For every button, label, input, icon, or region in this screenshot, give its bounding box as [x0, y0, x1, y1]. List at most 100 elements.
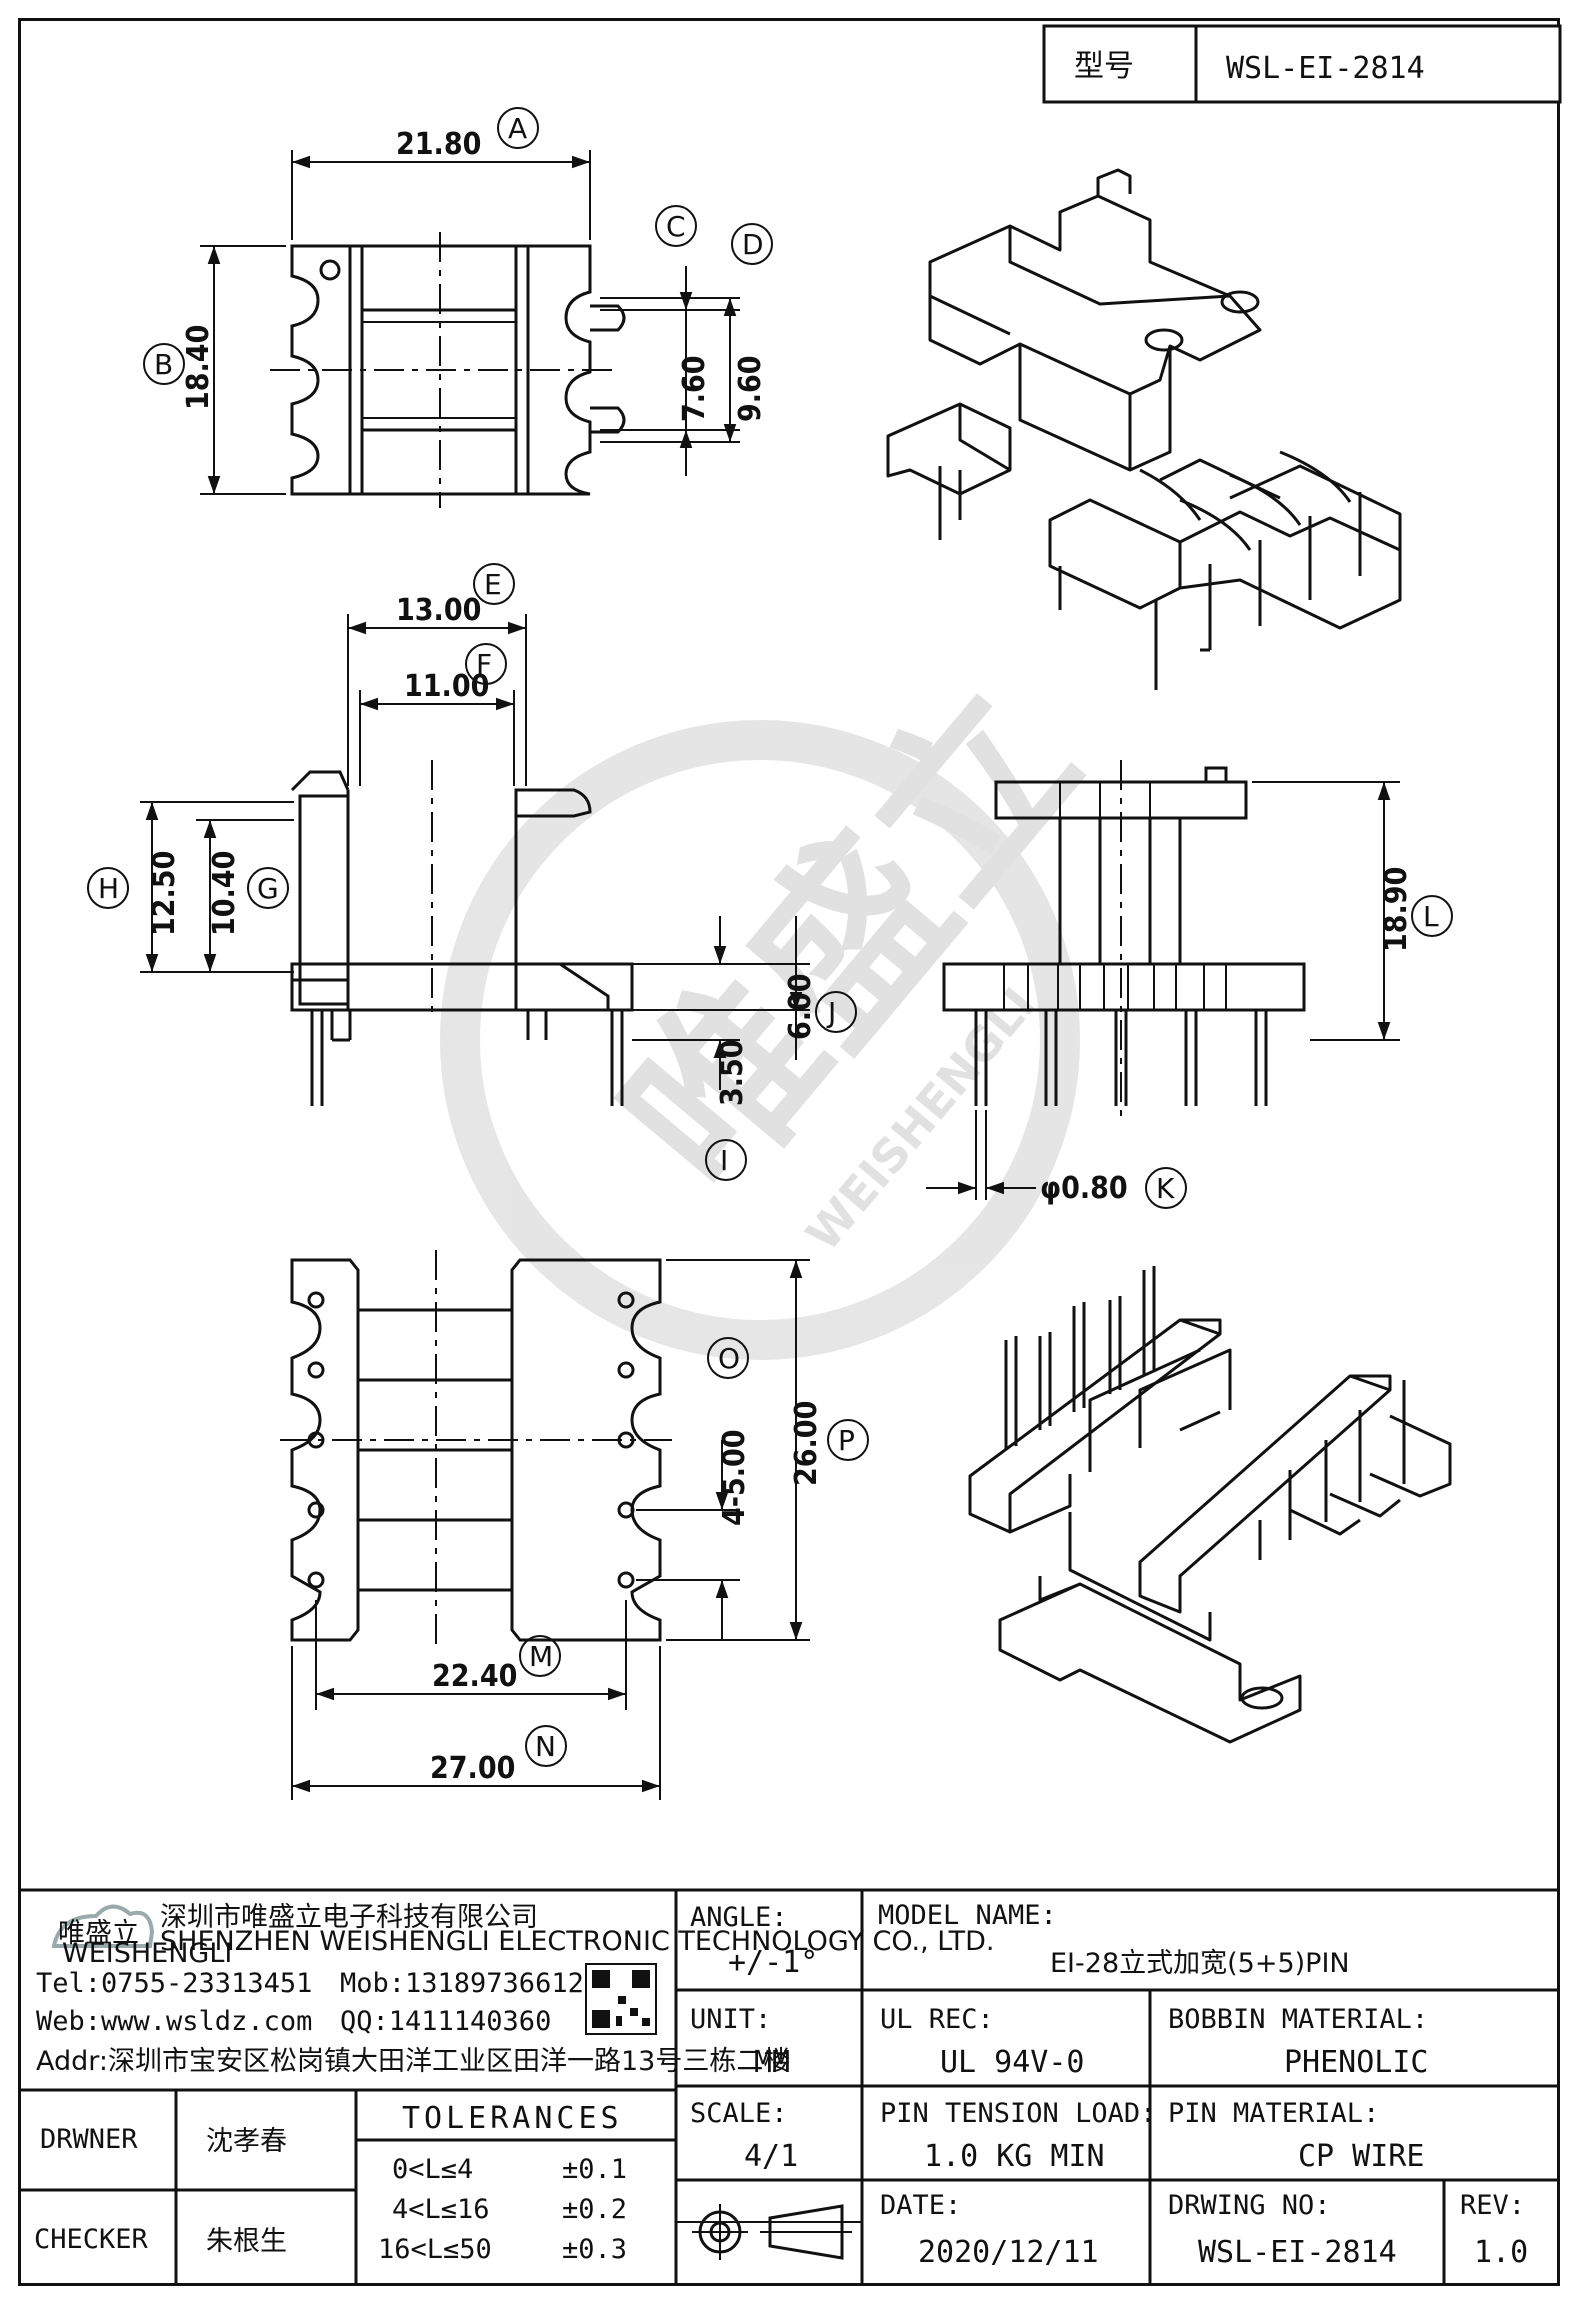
dim-n-value: 27.00 — [430, 1751, 515, 1786]
bobbin-material-label: BOBBIN MATERIAL: — [1168, 2004, 1428, 2035]
iso-view-top — [886, 168, 1402, 690]
dimension-i-j: 3.50 6.00 I J — [632, 916, 857, 1181]
checker-label: CHECKER — [34, 2224, 149, 2255]
dim-j-value: 6.00 — [783, 973, 818, 1040]
svg-text:K: K — [1156, 1172, 1175, 1205]
dimension-k-l: 18.90 L φ0.80 K — [926, 781, 1453, 1209]
drawer-name: 沈孝春 — [206, 2126, 287, 2157]
svg-text:E: E — [484, 568, 502, 601]
company-info: 唯盛立 WEISHENGLI 深圳市唯盛立电子科技有限公司 SHENZHEN W… — [36, 1902, 994, 2077]
pin-tension-label: PIN TENSION LOAD: — [880, 2098, 1156, 2129]
dim-p-value: 26.00 — [789, 1401, 824, 1486]
bobbin-material-value: PHENOLIC — [1284, 2045, 1429, 2080]
tol-value-3: ±0.3 — [562, 2234, 627, 2265]
ul-value: UL 94V-0 — [940, 2045, 1085, 2080]
svg-text:C: C — [666, 210, 686, 243]
pin-tension-value: 1.0 KG MIN — [924, 2139, 1105, 2174]
dim-o-value: 4-5.00 — [717, 1429, 752, 1526]
iso-view-bottom — [968, 1266, 1452, 1744]
tol-value-2: ±0.2 — [562, 2194, 627, 2225]
svg-text:I: I — [720, 1144, 728, 1177]
projection-symbol-icon — [692, 2204, 852, 2260]
company-logo-cn: 唯盛立 — [58, 1918, 139, 1949]
qr-code-icon — [585, 1963, 657, 2035]
dimension-e-f: 13.00 E 11.00 F — [347, 563, 527, 786]
svg-text:B: B — [154, 348, 173, 381]
company-tel: Tel:0755-23313451 — [36, 1968, 312, 1999]
company-mob: Mob:13189736612 — [340, 1968, 584, 1999]
type-label: 型号 — [1074, 49, 1134, 84]
model-name: EI-28立式加宽(5+5)PIN — [1050, 1948, 1350, 1979]
angle-label: ANGLE: — [690, 1902, 788, 1933]
tol-range-1: 0<L≤4 — [392, 2154, 473, 2185]
svg-text:D: D — [742, 228, 764, 261]
drawing-no-label: DRWING NO: — [1168, 2190, 1331, 2221]
date-label: DATE: — [880, 2190, 961, 2221]
unit-label: UNIT: — [690, 2004, 771, 2035]
svg-text:O: O — [718, 1342, 740, 1375]
dimension-b: 18.40 B — [143, 245, 286, 495]
dim-d-value: 9.60 — [733, 355, 768, 422]
scale-value: 4/1 — [744, 2139, 798, 2174]
side-view — [290, 760, 634, 1106]
unit-value: MM — [754, 2045, 790, 2080]
svg-text:M: M — [529, 1640, 553, 1673]
spec-column: ANGLE: +/-1° UNIT: MM SCALE: 4/1 — [690, 1902, 852, 2260]
dim-l-value: 18.90 — [1379, 867, 1414, 952]
dim-m-value: 22.40 — [432, 1659, 517, 1694]
svg-text:N: N — [535, 1730, 556, 1763]
company-web: Web:www.wsldz.com — [36, 2006, 312, 2037]
dim-c-value: 7.60 — [677, 355, 712, 422]
dimension-o-p: 4-5.00 26.00 O P — [636, 1259, 869, 1641]
pin-material-value: CP WIRE — [1298, 2139, 1424, 2174]
model-label: MODEL NAME: — [878, 1900, 1057, 1931]
tol-range-2: 4<L≤16 — [392, 2194, 490, 2225]
pin-material-label: PIN MATERIAL: — [1168, 2098, 1379, 2129]
tolerances-label: TOLERANCES — [402, 2101, 623, 2136]
scale-label: SCALE: — [690, 2098, 788, 2129]
company-name-cn: 深圳市唯盛立电子科技有限公司 — [160, 1902, 538, 1933]
part-number: WSL-EI-2814 — [1226, 51, 1425, 86]
svg-text:H: H — [98, 872, 119, 905]
dimension-a: 21.80 A — [291, 107, 591, 240]
svg-text:F: F — [476, 648, 492, 681]
dim-b-value: 18.40 — [181, 325, 216, 410]
header-box: 型号 WSL-EI-2814 — [1042, 24, 1562, 104]
company-qq: QQ:1411140360 — [340, 2006, 551, 2037]
svg-text:J: J — [826, 996, 836, 1029]
approvals: DRWNER 沈孝春 CHECKER 朱根生 TOLERANCES 0<L≤4 … — [34, 2101, 627, 2265]
checker-name: 朱根生 — [206, 2226, 287, 2257]
dim-a-value: 21.80 — [396, 127, 481, 162]
ul-label: UL REC: — [880, 2004, 994, 2035]
drawing-frame — [18, 18, 1560, 2286]
front-view — [942, 760, 1306, 1116]
angle-value: +/-1° — [728, 1945, 818, 1980]
tol-range-3: 16<L≤50 — [378, 2234, 492, 2265]
dim-f-value: 11.00 — [404, 669, 489, 704]
dim-e-value: 13.00 — [396, 593, 481, 628]
dim-k-value: φ0.80 — [1040, 1171, 1128, 1206]
svg-text:P: P — [838, 1424, 855, 1457]
dim-h-value: 12.50 — [147, 851, 182, 936]
svg-text:A: A — [508, 112, 527, 145]
dimension-c-d: 7.60 9.60 C D — [600, 205, 773, 476]
drawing-no-value: WSL-EI-2814 — [1198, 2235, 1397, 2270]
model-block: MODEL NAME: EI-28立式加宽(5+5)PIN UL REC: UL… — [878, 1900, 1528, 2270]
svg-text:L: L — [1423, 900, 1439, 933]
svg-text:G: G — [257, 872, 279, 905]
dimension-g-h: 12.50 10.40 H G — [87, 801, 294, 973]
dimension-m-n: 22.40 M 27.00 N — [291, 1600, 661, 1800]
company-address: Addr:深圳市宝安区松岗镇大田洋工业区田洋一路13号三栋二楼 — [36, 2046, 790, 2077]
company-name-en: SHENZHEN WEISHENGLI ELECTRONIC TECHNOLOG… — [160, 1926, 994, 1957]
drawer-label: DRWNER — [40, 2124, 138, 2155]
bottom-view — [280, 1250, 672, 1650]
tol-value-1: ±0.1 — [562, 2154, 627, 2185]
company-logo-en: WEISHENGLI — [62, 1938, 232, 1969]
dim-i-value: 3.50 — [715, 1039, 750, 1106]
date-value: 2020/12/11 — [918, 2235, 1099, 2270]
rev-label: REV: — [1460, 2190, 1525, 2221]
top-view — [270, 232, 626, 508]
rev-value: 1.0 — [1474, 2235, 1528, 2270]
dim-g-value: 10.40 — [207, 851, 242, 936]
